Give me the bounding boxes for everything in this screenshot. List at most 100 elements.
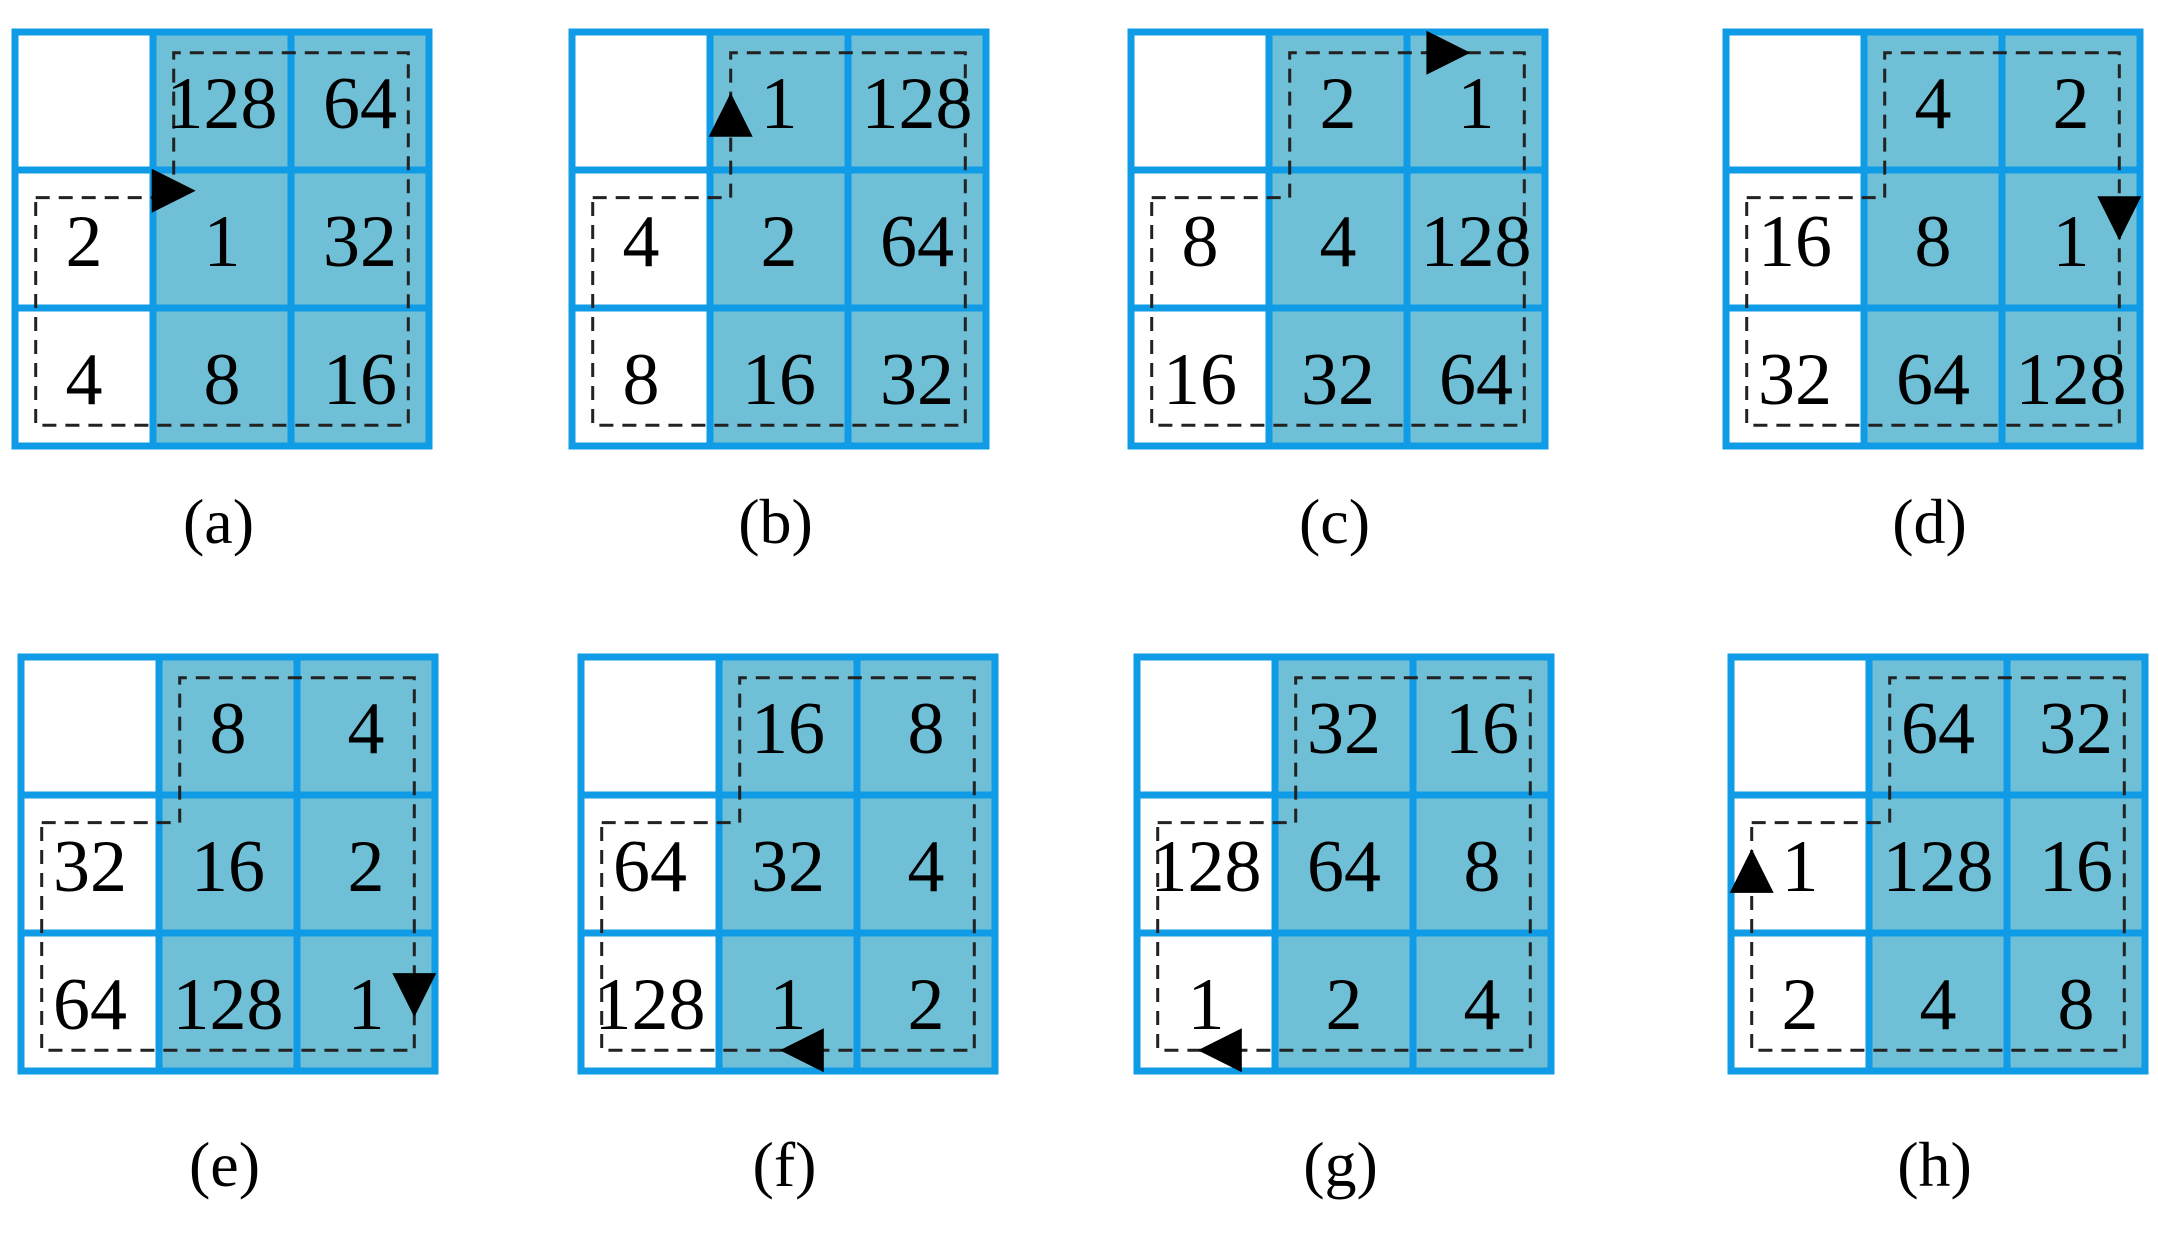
grid-cell	[577, 653, 723, 799]
panel-caption: (a)	[182, 486, 255, 557]
scan-path	[1156, 676, 1532, 1052]
arrow-down-icon	[2097, 196, 2142, 241]
cell-value: 8	[908, 688, 945, 770]
grid-cell	[1271, 791, 1417, 937]
cell-value: 1	[1188, 964, 1225, 1046]
cell-value: 128	[173, 964, 284, 1046]
grid-cell	[1860, 304, 2006, 450]
scan-path	[1750, 676, 2126, 1052]
cell-value: 32	[1301, 339, 1375, 421]
cell-value: 32	[751, 826, 825, 908]
arrow-left-icon	[1197, 1028, 1242, 1073]
grid-cell	[1403, 166, 1549, 312]
cell-value: 1	[1458, 63, 1495, 145]
grid-cell	[1860, 28, 2006, 174]
cell-value: 1	[348, 964, 385, 1046]
cell-value: 128	[595, 964, 706, 1046]
grid-cell	[1409, 791, 1555, 937]
cell-value: 2	[348, 826, 385, 908]
grid-cell	[2003, 929, 2149, 1075]
grid-cell	[1722, 166, 1868, 312]
grid-cell	[17, 653, 163, 799]
scan-path	[40, 676, 416, 1052]
cell-value: 8	[2058, 964, 2095, 1046]
grid-cell	[1271, 929, 1417, 1075]
grid-cell	[1727, 929, 1873, 1075]
cell-value: 64	[613, 826, 687, 908]
grid-cell	[2003, 653, 2149, 799]
panel-caption: (e)	[188, 1129, 261, 1200]
grid-cell	[17, 929, 163, 1075]
grid-cell	[155, 791, 301, 937]
grid-cell	[1865, 791, 2011, 937]
cell-value: 16	[191, 826, 265, 908]
cell-value: 4	[66, 339, 103, 421]
cell-value: 64	[1439, 339, 1513, 421]
cell-value: 64	[880, 201, 954, 283]
cell-value: 1	[1782, 826, 1819, 908]
grid-cell	[1403, 304, 1549, 450]
grid-cell	[853, 929, 999, 1075]
grid-cell	[1998, 304, 2144, 450]
cell-value: 4	[1320, 201, 1357, 283]
arrow-right-icon	[151, 168, 196, 213]
cell-value: 4	[908, 826, 945, 908]
cell-value: 1	[770, 964, 807, 1046]
grid-cell	[1409, 653, 1555, 799]
grid-cell	[844, 304, 990, 450]
grid-cell	[11, 304, 157, 450]
cell-value: 16	[2039, 826, 2113, 908]
cell-value: 32	[53, 826, 127, 908]
panel-caption: (h)	[1897, 1129, 1972, 1200]
cell-value: 16	[742, 339, 816, 421]
cell-value: 4	[1464, 964, 1501, 1046]
grid-cell	[1865, 929, 2011, 1075]
cell-value: 8	[1915, 201, 1952, 283]
scan-path	[600, 676, 976, 1052]
cell-value: 4	[1920, 964, 1957, 1046]
cell-value: 8	[210, 688, 247, 770]
panel-caption: (f)	[752, 1129, 817, 1200]
cell-value: 2	[66, 201, 103, 283]
arrow-right-icon	[1426, 30, 1471, 75]
cell-value: 16	[751, 688, 825, 770]
grid-cell	[2003, 791, 2149, 937]
cell-value: 8	[1464, 826, 1501, 908]
cell-value: 64	[1307, 826, 1381, 908]
cell-value: 32	[323, 201, 397, 283]
grid-cell	[1998, 28, 2144, 174]
cell-value: 32	[1307, 688, 1381, 770]
arrow-up-icon	[708, 92, 753, 137]
grid-cell	[1727, 653, 1873, 799]
cell-value: 32	[880, 339, 954, 421]
grid-cell	[293, 653, 439, 799]
arrow-up-icon	[1729, 848, 1774, 893]
grid-cell	[1265, 166, 1411, 312]
cell-value: 32	[2039, 688, 2113, 770]
cell-value: 64	[1896, 339, 1970, 421]
cell-value: 128	[1883, 826, 1994, 908]
scan-path	[591, 51, 967, 427]
cell-value: 8	[1182, 201, 1219, 283]
cell-value: 1	[204, 201, 241, 283]
cell-value: 64	[53, 964, 127, 1046]
arrow-down-icon	[392, 973, 437, 1018]
cell-value: 128	[1151, 826, 1262, 908]
grid-cell	[1127, 304, 1273, 450]
cell-value: 2	[2053, 63, 2090, 145]
cell-value: 16	[1758, 201, 1832, 283]
cell-value: 128	[862, 63, 973, 145]
grid-cell	[293, 791, 439, 937]
cell-value: 2	[761, 201, 798, 283]
cell-value: 128	[167, 63, 278, 145]
